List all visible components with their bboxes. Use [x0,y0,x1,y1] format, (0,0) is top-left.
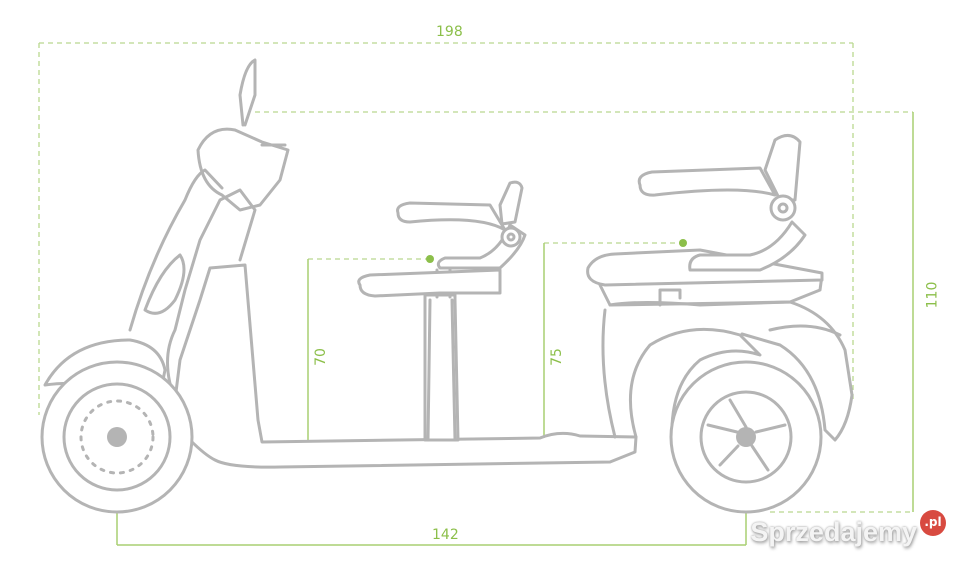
dim-length-lines [38,42,854,415]
dim-label-length: 198 [436,24,463,40]
dim-label-rear-seat: 75 [548,348,565,366]
dim-rear-seat-lines [543,239,687,438]
watermark-logo: Sprzedajemy [750,517,917,547]
front-seat [357,180,527,442]
rear-seat-marker [679,239,687,247]
dim-label-height: 110 [924,281,941,309]
watermark: Sprzedajemy .pl [750,510,946,548]
dim-label-front-seat: 70 [312,348,329,366]
watermark-badge: .pl [920,510,946,536]
dim-label-wheelbase: 142 [432,527,459,543]
front-wheel [40,360,194,514]
rear-wheel [669,360,823,514]
front-seat-marker [426,255,434,263]
dim-height-lines [255,111,914,513]
rear-seat [586,134,824,307]
dim-front-seat-lines [307,255,434,441]
